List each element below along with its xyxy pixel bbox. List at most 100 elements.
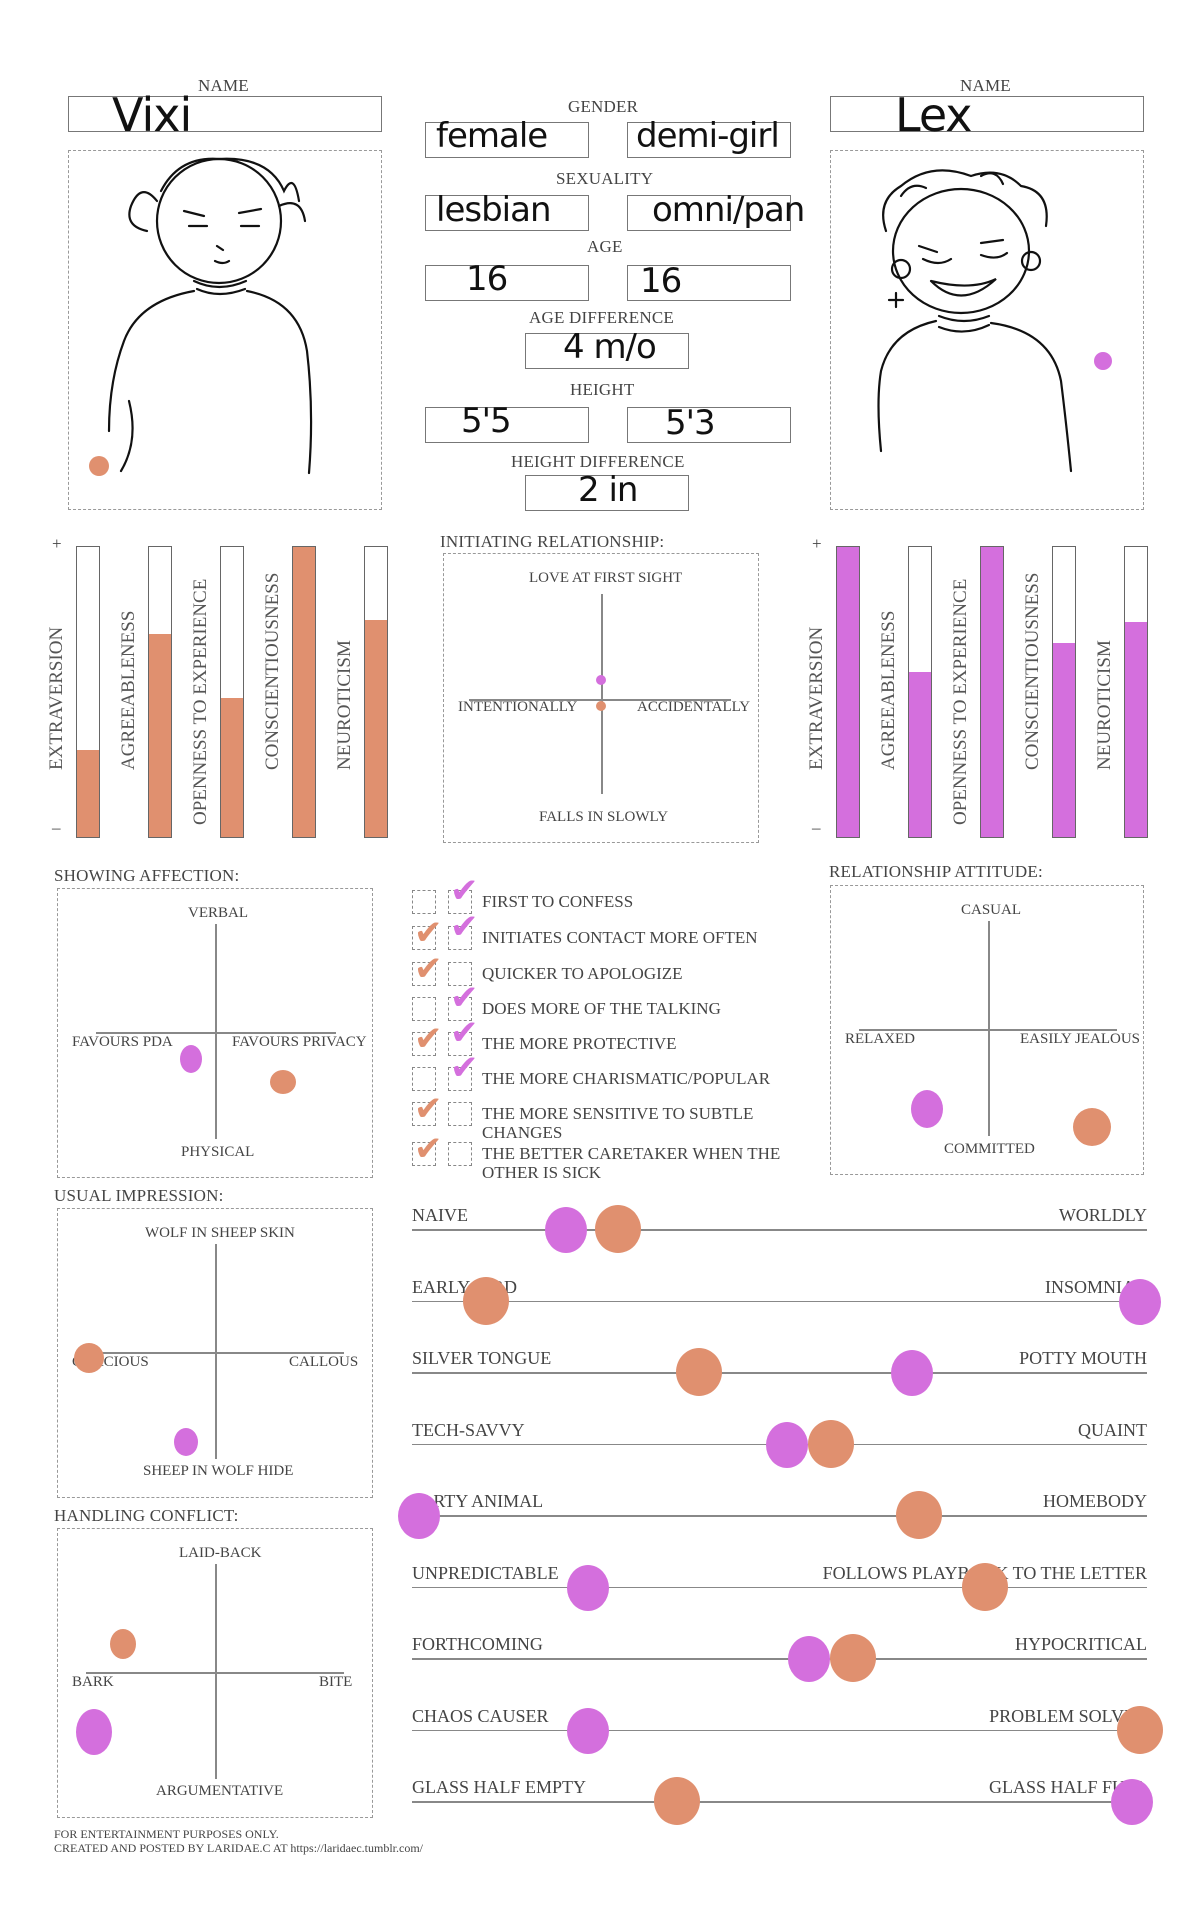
attitude-chart: CASUAL COMMITTED RELAXED EASILY JEALOUS xyxy=(830,885,1144,1175)
checklist-right-box-2[interactable] xyxy=(448,962,472,986)
scale-purple-marker-0[interactable] xyxy=(545,1207,588,1253)
scale-left-label-8: GLASS HALF EMPTY xyxy=(412,1777,587,1797)
scale-purple-marker-6[interactable] xyxy=(787,1636,830,1682)
height-left-value: 5'5 xyxy=(461,401,512,441)
checklist-right-box-6[interactable] xyxy=(448,1102,472,1126)
checklist-right-box-7[interactable] xyxy=(448,1142,472,1166)
attitude-left-label: RELAXED xyxy=(845,1031,915,1047)
scale-orange-marker-7[interactable] xyxy=(1116,1705,1163,1754)
scale-orange-marker-8[interactable] xyxy=(653,1777,700,1825)
checklist: ✔FIRST TO CONFESS✔✔INITIATES CONTACT MOR… xyxy=(412,874,792,1182)
left-trait-fill-1 xyxy=(149,634,171,837)
scale-purple-marker-8[interactable] xyxy=(1111,1779,1154,1825)
checklist-left-box-6[interactable] xyxy=(412,1102,436,1126)
checklist-right-box-3[interactable] xyxy=(448,997,472,1021)
scale-orange-marker-6[interactable] xyxy=(830,1634,876,1682)
scale-purple-marker-2[interactable] xyxy=(890,1350,933,1396)
left-trait-bar-0 xyxy=(76,546,100,838)
checklist-left-check-icon-7: ✔ xyxy=(414,1129,443,1169)
conflict-chart: LAID-BACK ARGUMENTATIVE BARK BITE xyxy=(57,1528,373,1818)
impression-right-label: CALLOUS xyxy=(289,1354,359,1370)
impression-purple-marker xyxy=(174,1428,198,1456)
scale-orange-marker-0[interactable] xyxy=(594,1205,641,1253)
scale-line-0 xyxy=(412,1229,1147,1231)
attitude-right-label: EASILY JEALOUS xyxy=(1020,1031,1141,1047)
checklist-right-box-5[interactable] xyxy=(448,1067,472,1091)
right-name-value: Lex xyxy=(895,88,973,142)
checklist-right-box-0[interactable] xyxy=(448,890,472,914)
scale-purple-marker-1[interactable] xyxy=(1118,1278,1161,1325)
right-name-label: NAME xyxy=(960,76,1011,95)
checklist-left-box-4[interactable] xyxy=(412,1032,436,1056)
conflict-purple-marker xyxy=(76,1709,112,1755)
height-right-field[interactable] xyxy=(627,407,791,443)
checklist-left-box-2[interactable] xyxy=(412,962,436,986)
scale-right-label-7: PROBLEM SOLVER xyxy=(989,1705,1147,1726)
height-label: HEIGHT xyxy=(570,380,635,399)
checklist-item-label-4: THE MORE PROTECTIVE xyxy=(482,1034,677,1053)
age-right-field[interactable] xyxy=(627,265,791,301)
scale-purple-marker-3[interactable] xyxy=(765,1421,808,1468)
scale-left-label-5: UNPREDICTABLE xyxy=(412,1562,559,1583)
scale-purple-marker-4[interactable] xyxy=(398,1493,441,1539)
checklist-right-box-1[interactable] xyxy=(448,926,472,950)
checklist-left-box-0[interactable] xyxy=(412,890,436,914)
conflict-right-label: BITE xyxy=(319,1674,353,1690)
conflict-title: HANDLING CONFLICT: xyxy=(54,1506,239,1525)
age-right-value: 16 xyxy=(640,261,682,301)
scale-orange-marker-5[interactable] xyxy=(962,1562,1009,1611)
checklist-left-box-5[interactable] xyxy=(412,1067,436,1091)
scale-line-8 xyxy=(412,1801,1147,1803)
scale-purple-marker-5[interactable] xyxy=(567,1564,610,1611)
left-trait-bar-3 xyxy=(292,546,316,838)
right-trait-bar-1 xyxy=(908,546,932,838)
scale-right-label-6: HYPOCRITICAL xyxy=(1014,1634,1147,1654)
initiating-left-label: INTENTIONALLY xyxy=(458,699,578,715)
scale-orange-marker-4[interactable] xyxy=(896,1491,943,1539)
scale-line-7 xyxy=(412,1729,1147,1731)
scale-purple-marker-7[interactable] xyxy=(567,1707,610,1754)
height-diff-field[interactable] xyxy=(525,475,689,511)
checklist-left-box-3[interactable] xyxy=(412,997,436,1021)
right-trait-bar-4 xyxy=(1124,546,1148,838)
left-trait-fill-2 xyxy=(221,697,243,837)
height-left-field[interactable] xyxy=(425,407,589,443)
initiating-top-label: LOVE AT FIRST SIGHT xyxy=(529,570,683,586)
scale-right-label-0: WORLDLY xyxy=(1058,1205,1147,1225)
scale-orange-marker-2[interactable] xyxy=(675,1348,722,1396)
scale-right-label-2: POTTY MOUTH xyxy=(1019,1348,1147,1368)
left-name-label: NAME xyxy=(198,76,249,95)
left-trait-fill-0 xyxy=(77,750,99,837)
gender-right-field[interactable] xyxy=(627,122,791,158)
impression-chart: WOLF IN SHEEP SKIN SHEEP IN WOLF HIDE GR… xyxy=(57,1208,373,1498)
right-trait-bar-0 xyxy=(836,546,860,838)
sexuality-left-field[interactable] xyxy=(425,195,589,231)
checklist-left-check-icon-4: ✔ xyxy=(414,1019,443,1059)
right-trait-plus: + xyxy=(812,534,822,553)
left-name-value: Vixi xyxy=(112,88,192,142)
right-trait-label-3: CONSCIENTIOUSNESS xyxy=(1022,572,1043,770)
right-trait-bar-2 xyxy=(980,546,1004,838)
footer-line-2: CREATED AND POSTED BY LARIDAE.C AT https… xyxy=(54,1841,423,1855)
scale-left-label-2: SILVER TONGUE xyxy=(412,1348,552,1368)
scale-orange-marker-3[interactable] xyxy=(807,1419,854,1468)
age-diff-field[interactable] xyxy=(525,333,689,369)
scale-orange-marker-1[interactable] xyxy=(462,1276,509,1325)
sexuality-right-field[interactable] xyxy=(627,195,791,231)
checklist-right-box-4[interactable] xyxy=(448,1032,472,1056)
scale-line-4 xyxy=(412,1515,1147,1517)
scale-right-label-8: GLASS HALF FULL xyxy=(988,1777,1147,1797)
age-diff-label: AGE DIFFERENCE xyxy=(529,308,674,327)
checklist-left-box-7[interactable] xyxy=(412,1142,436,1166)
age-left-field[interactable] xyxy=(425,265,589,301)
attitude-title: RELATIONSHIP ATTITUDE: xyxy=(829,862,1043,881)
right-trait-fill-2 xyxy=(981,547,1003,837)
gender-left-field[interactable] xyxy=(425,122,589,158)
checklist-left-check-icon-2: ✔ xyxy=(414,949,443,989)
attitude-bottom-label: COMMITTED xyxy=(944,1141,1035,1157)
checklist-left-box-1[interactable] xyxy=(412,926,436,950)
left-name-field[interactable] xyxy=(68,96,382,132)
right-trait-fill-0 xyxy=(837,547,859,837)
left-trait-bar-2 xyxy=(220,546,244,838)
right-name-field[interactable] xyxy=(830,96,1144,132)
